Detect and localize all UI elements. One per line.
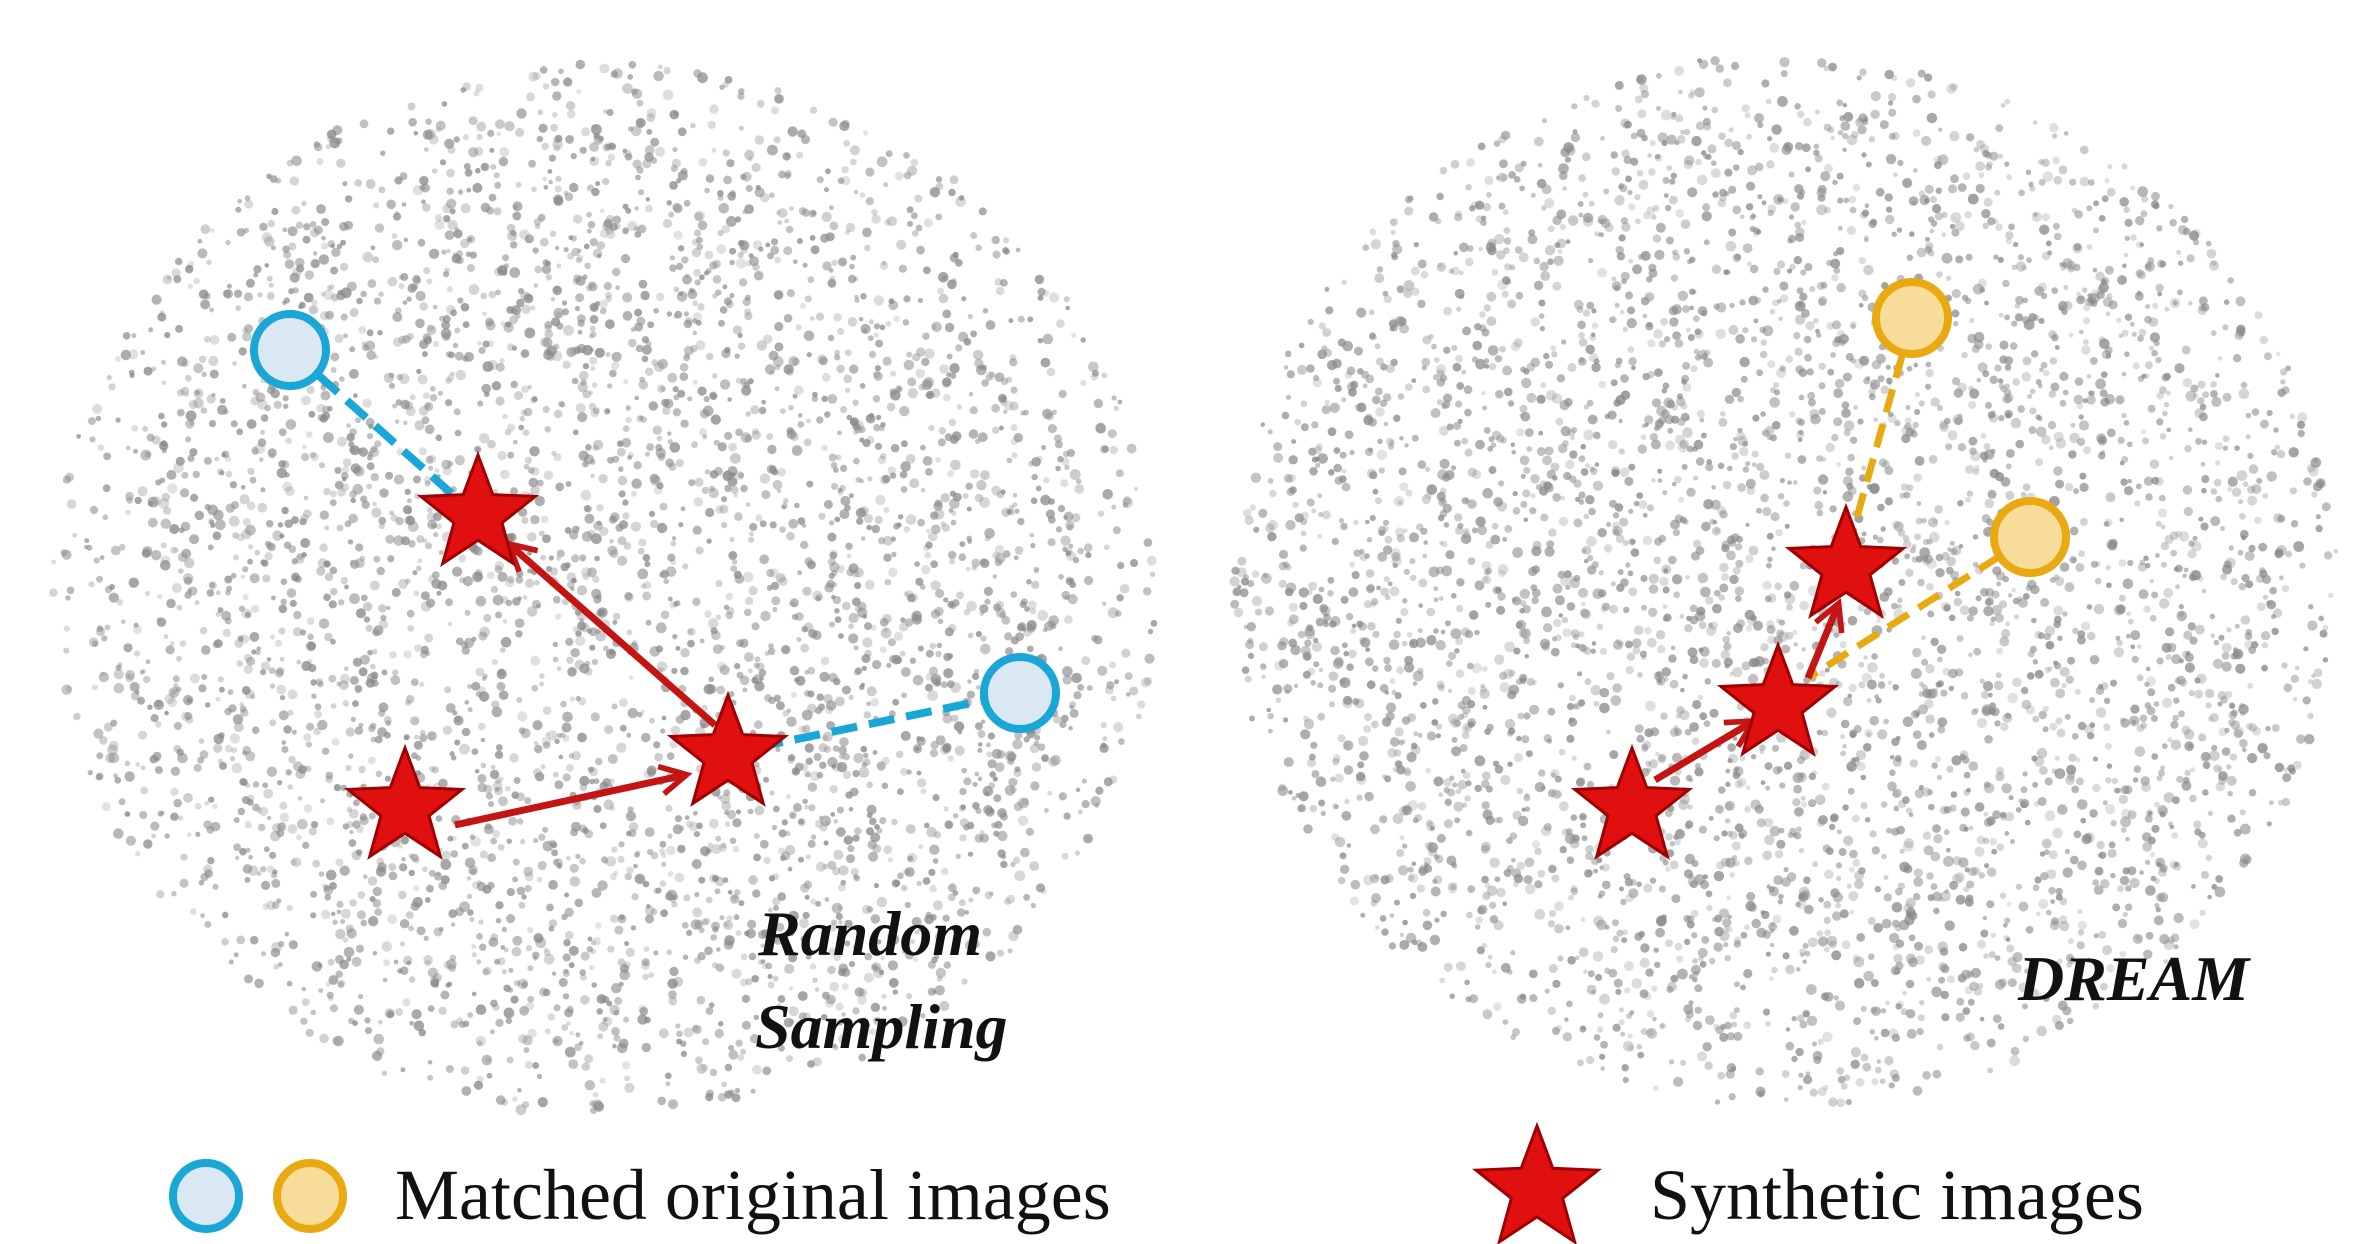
matched-original-circle bbox=[1990, 497, 2070, 577]
matched-original-circle bbox=[1872, 278, 1952, 358]
matched-original-circle bbox=[980, 653, 1060, 733]
trajectory-arrow-1 bbox=[454, 775, 685, 829]
synthetic-star-icon bbox=[1784, 502, 1908, 619]
match-line-1 bbox=[287, 347, 473, 513]
legend-star-icon bbox=[1472, 1121, 1602, 1244]
trajectory-arrow-2 bbox=[510, 545, 718, 728]
legend: Matched original images Synthetic images bbox=[169, 1121, 2144, 1244]
panel-title-line-1: Random bbox=[757, 898, 982, 969]
matched-original-circle bbox=[250, 310, 330, 390]
match-line-1 bbox=[1841, 319, 1916, 561]
legend-synthetic-label: Synthetic images bbox=[1650, 1155, 2144, 1235]
synthetic-star-icon bbox=[1570, 743, 1694, 860]
scatter-cloud-right bbox=[1229, 56, 2339, 1108]
legend-blue-circle-icon bbox=[169, 1159, 243, 1233]
panel-title-line-2: Sampling bbox=[755, 991, 1008, 1062]
panel-random-sampling: Random Sampling bbox=[250, 310, 1060, 1062]
panel-dream: DREAM bbox=[1570, 278, 2251, 1014]
panel-title: DREAM bbox=[2017, 943, 2251, 1014]
legend-orange-circle-icon bbox=[273, 1159, 347, 1233]
scatter-cloud-left bbox=[49, 59, 1158, 1116]
trajectory-arrow-2 bbox=[1804, 605, 1838, 680]
trajectory-arrow-1 bbox=[1653, 722, 1752, 784]
match-line-2 bbox=[1806, 534, 2032, 681]
synthetic-star-icon bbox=[1716, 640, 1840, 757]
legend-matched-label: Matched original images bbox=[395, 1155, 1111, 1235]
synthetic-star-icon bbox=[343, 743, 467, 860]
synthetic-star-icon bbox=[666, 690, 790, 807]
synthetic-star-icon bbox=[416, 450, 540, 567]
